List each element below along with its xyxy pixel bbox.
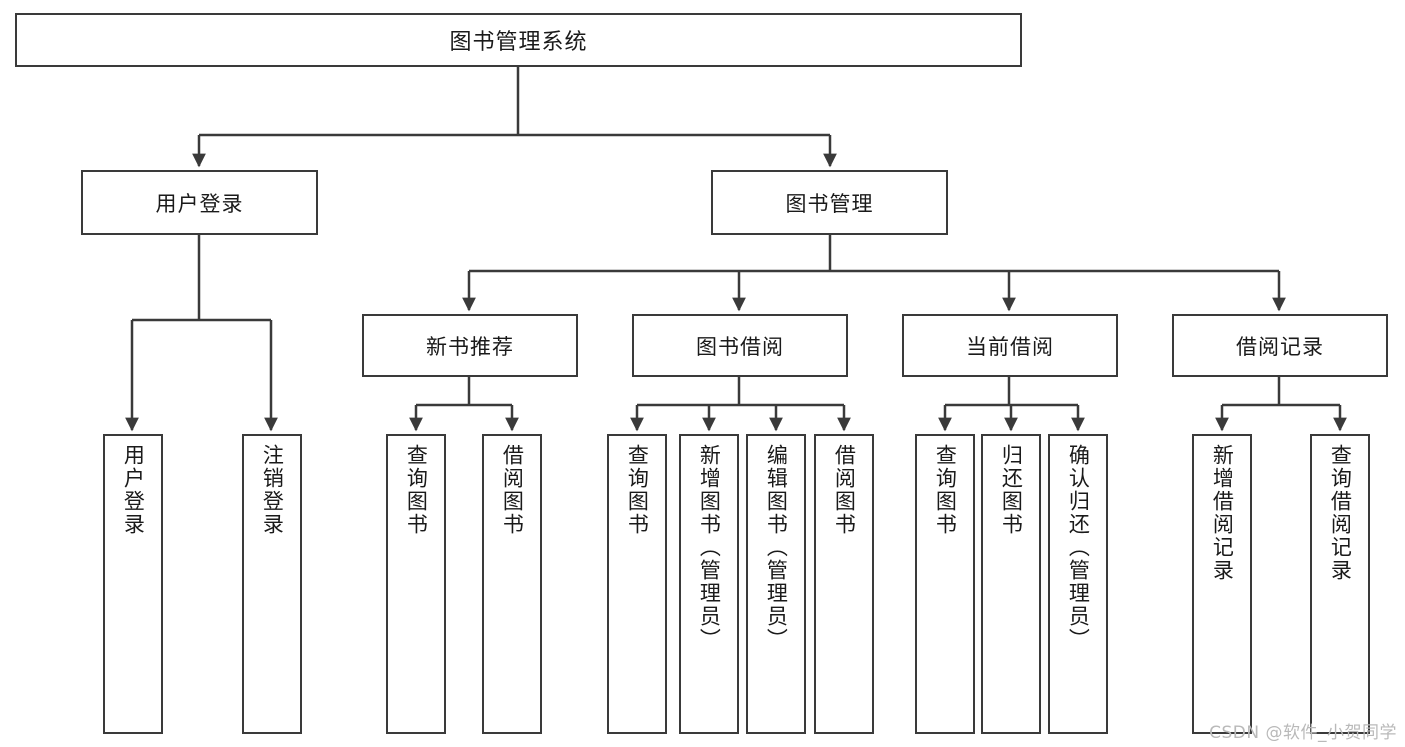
node-book-borrow-label: 图书借阅 — [696, 334, 784, 359]
node-leaf-user-login-label: 用户登录 — [121, 444, 146, 536]
node-leaf-borrow-book-2[interactable]: 借阅图书 — [814, 434, 874, 734]
node-leaf-confirm-return-label: 确认归还（管理员） — [1066, 444, 1091, 651]
node-leaf-user-login[interactable]: 用户登录 — [103, 434, 163, 734]
node-new-book-recommend[interactable]: 新书推荐 — [362, 314, 578, 377]
node-leaf-query-record-label: 查询借阅记录 — [1328, 444, 1353, 582]
node-leaf-add-record[interactable]: 新增借阅记录 — [1192, 434, 1252, 734]
node-new-book-recommend-label: 新书推荐 — [426, 334, 514, 359]
node-leaf-add-record-label: 新增借阅记录 — [1210, 444, 1235, 582]
watermark: CSDN @软件_小贺同学 — [1209, 723, 1397, 743]
node-leaf-return-book-label: 归还图书 — [999, 444, 1024, 536]
node-leaf-borrow-book-1[interactable]: 借阅图书 — [482, 434, 542, 734]
node-leaf-query-book-1[interactable]: 查询图书 — [386, 434, 446, 734]
node-user-login[interactable]: 用户登录 — [81, 170, 318, 235]
node-leaf-logout-login[interactable]: 注销登录 — [242, 434, 302, 734]
node-leaf-edit-book-label: 编辑图书（管理员） — [764, 444, 789, 651]
node-leaf-query-book-2[interactable]: 查询图书 — [607, 434, 667, 734]
node-book-management[interactable]: 图书管理 — [711, 170, 948, 235]
node-book-borrow[interactable]: 图书借阅 — [632, 314, 848, 377]
node-leaf-add-book[interactable]: 新增图书（管理员） — [679, 434, 739, 734]
node-leaf-borrow-book-1-label: 借阅图书 — [500, 444, 525, 536]
node-leaf-edit-book[interactable]: 编辑图书（管理员） — [746, 434, 806, 734]
node-root[interactable]: 图书管理系统 — [15, 13, 1022, 67]
node-book-management-label: 图书管理 — [785, 191, 874, 216]
node-leaf-return-book[interactable]: 归还图书 — [981, 434, 1041, 734]
node-leaf-add-book-label: 新增图书（管理员） — [697, 444, 722, 651]
node-leaf-query-book-3-label: 查询图书 — [933, 444, 958, 536]
node-leaf-borrow-book-2-label: 借阅图书 — [832, 444, 857, 536]
node-leaf-confirm-return[interactable]: 确认归还（管理员） — [1048, 434, 1108, 734]
node-root-label: 图书管理系统 — [449, 30, 588, 55]
node-current-borrow-label: 当前借阅 — [966, 334, 1054, 359]
node-leaf-logout-login-label: 注销登录 — [260, 444, 285, 536]
node-borrow-record[interactable]: 借阅记录 — [1172, 314, 1388, 377]
node-leaf-query-record[interactable]: 查询借阅记录 — [1310, 434, 1370, 734]
node-current-borrow[interactable]: 当前借阅 — [902, 314, 1118, 377]
node-user-login-label: 用户登录 — [155, 191, 244, 216]
node-borrow-record-label: 借阅记录 — [1236, 334, 1324, 359]
node-leaf-query-book-1-label: 查询图书 — [404, 444, 429, 536]
node-leaf-query-book-2-label: 查询图书 — [625, 444, 650, 536]
node-leaf-query-book-3[interactable]: 查询图书 — [915, 434, 975, 734]
